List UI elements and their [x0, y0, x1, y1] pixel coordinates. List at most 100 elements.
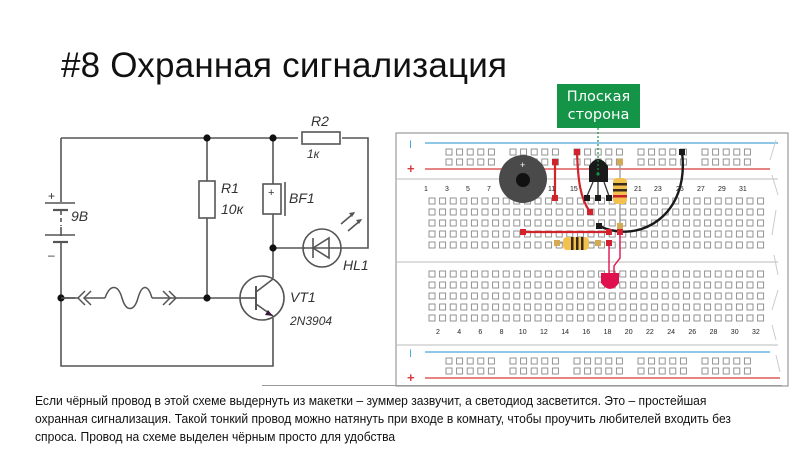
breadboard-hole — [428, 270, 436, 278]
breadboard-hole — [733, 367, 741, 375]
breadboard-hole — [534, 219, 542, 227]
breadboard-hole — [449, 303, 457, 311]
breadboard-hole — [456, 367, 464, 375]
breadboard-hole — [714, 230, 722, 238]
breadboard-hole — [757, 303, 765, 311]
breadboard-hole — [449, 241, 457, 249]
breadboard-hole — [648, 357, 656, 365]
breadboard-hole — [725, 219, 733, 227]
breadboard-hole — [637, 357, 645, 365]
breadboard-hole — [725, 270, 733, 278]
breadboard-hole — [757, 241, 765, 249]
breadboard-hole — [608, 219, 616, 227]
breadboard-hole — [619, 281, 627, 289]
wire-r2-right — [338, 137, 369, 249]
breadboard-hole — [470, 230, 478, 238]
breadboard-hole — [576, 281, 584, 289]
breadboard-hole — [669, 357, 677, 365]
breadboard-hole — [509, 367, 517, 375]
breadboard-hole — [651, 270, 659, 278]
breadboard-hole — [714, 270, 722, 278]
breadboard-hole — [573, 367, 581, 375]
breadboard-hole — [735, 241, 743, 249]
breadboard-hole — [460, 303, 468, 311]
breadboard-hole — [682, 208, 690, 216]
breadboard-hole — [704, 281, 712, 289]
svg-text:25: 25 — [676, 186, 684, 193]
breadboard-hole — [704, 197, 712, 205]
breadboard-hole — [487, 367, 495, 375]
breadboard-hole — [746, 197, 754, 205]
breadboard-hole — [445, 158, 453, 166]
breadboard-hole — [704, 292, 712, 300]
breadboard-hole — [587, 314, 595, 322]
breadboard-hole — [682, 303, 690, 311]
breadboard-hole — [704, 219, 712, 227]
break-wire-symbol — [61, 286, 178, 310]
breadboard-hole — [466, 357, 474, 365]
breadboard-hole — [449, 281, 457, 289]
breadboard-hole — [541, 148, 549, 156]
breadboard-hole — [481, 197, 489, 205]
breadboard-hole — [704, 270, 712, 278]
breadboard-hole — [640, 270, 648, 278]
column-number: 20 — [625, 329, 633, 336]
breadboard-hole — [492, 219, 500, 227]
breadboard-hole — [428, 219, 436, 227]
breadboard-hole — [725, 303, 733, 311]
breadboard-hole — [725, 197, 733, 205]
breadboard-hole — [523, 303, 531, 311]
breadboard-hole — [722, 148, 730, 156]
breadboard-hole — [757, 230, 765, 238]
breadboard-hole — [693, 219, 701, 227]
breadboard-hole — [679, 367, 687, 375]
breadboard-hole — [714, 314, 722, 322]
led-component — [601, 232, 621, 289]
breadboard-hole — [658, 148, 666, 156]
breadboard-hole — [714, 241, 722, 249]
breadboard-hole — [566, 281, 574, 289]
breadboard-hole — [743, 357, 751, 365]
breadboard-hole — [545, 208, 553, 216]
breadboard-hole — [428, 230, 436, 238]
transistor-vt1-symbol — [239, 275, 285, 321]
breadboard-hole — [587, 303, 595, 311]
breadboard-hole — [492, 281, 500, 289]
breadboard-hole — [439, 230, 447, 238]
breadboard-hole — [648, 158, 656, 166]
breadboard-hole — [492, 197, 500, 205]
column-number: 6 — [478, 329, 482, 336]
breadboard-hole — [534, 208, 542, 216]
breadboard-hole — [487, 158, 495, 166]
breadboard-hole — [555, 270, 563, 278]
breadboard-hole — [428, 208, 436, 216]
breadboard-hole — [651, 197, 659, 205]
breadboard-hole — [722, 367, 730, 375]
column-number: 12 — [540, 329, 548, 336]
breadboard-hole — [520, 148, 528, 156]
rail-minus-symbol-top: I — [409, 139, 412, 151]
column-number: 22 — [646, 329, 654, 336]
breadboard-hole — [566, 197, 574, 205]
breadboard-hole — [456, 158, 464, 166]
breadboard-hole — [513, 208, 521, 216]
breadboard-hole — [651, 292, 659, 300]
breadboard-hole — [492, 303, 500, 311]
breadboard-hole — [470, 197, 478, 205]
breadboard-hole — [460, 208, 468, 216]
breadboard-hole — [746, 314, 754, 322]
breadboard-hole — [672, 208, 680, 216]
breadboard-hole — [746, 208, 754, 216]
breadboard-hole — [640, 303, 648, 311]
breadboard-hole — [693, 208, 701, 216]
breadboard-hole — [439, 219, 447, 227]
svg-text:23: 23 — [654, 186, 662, 193]
column-number: 4 — [457, 329, 461, 336]
breadboard-hole — [594, 357, 602, 365]
battery-minus-label: – — [48, 248, 55, 262]
breadboard-hole — [704, 241, 712, 249]
breadboard-hole — [466, 148, 474, 156]
rail-minus-symbol-bottom: I — [409, 348, 412, 360]
r1-value: 10к — [221, 201, 245, 217]
